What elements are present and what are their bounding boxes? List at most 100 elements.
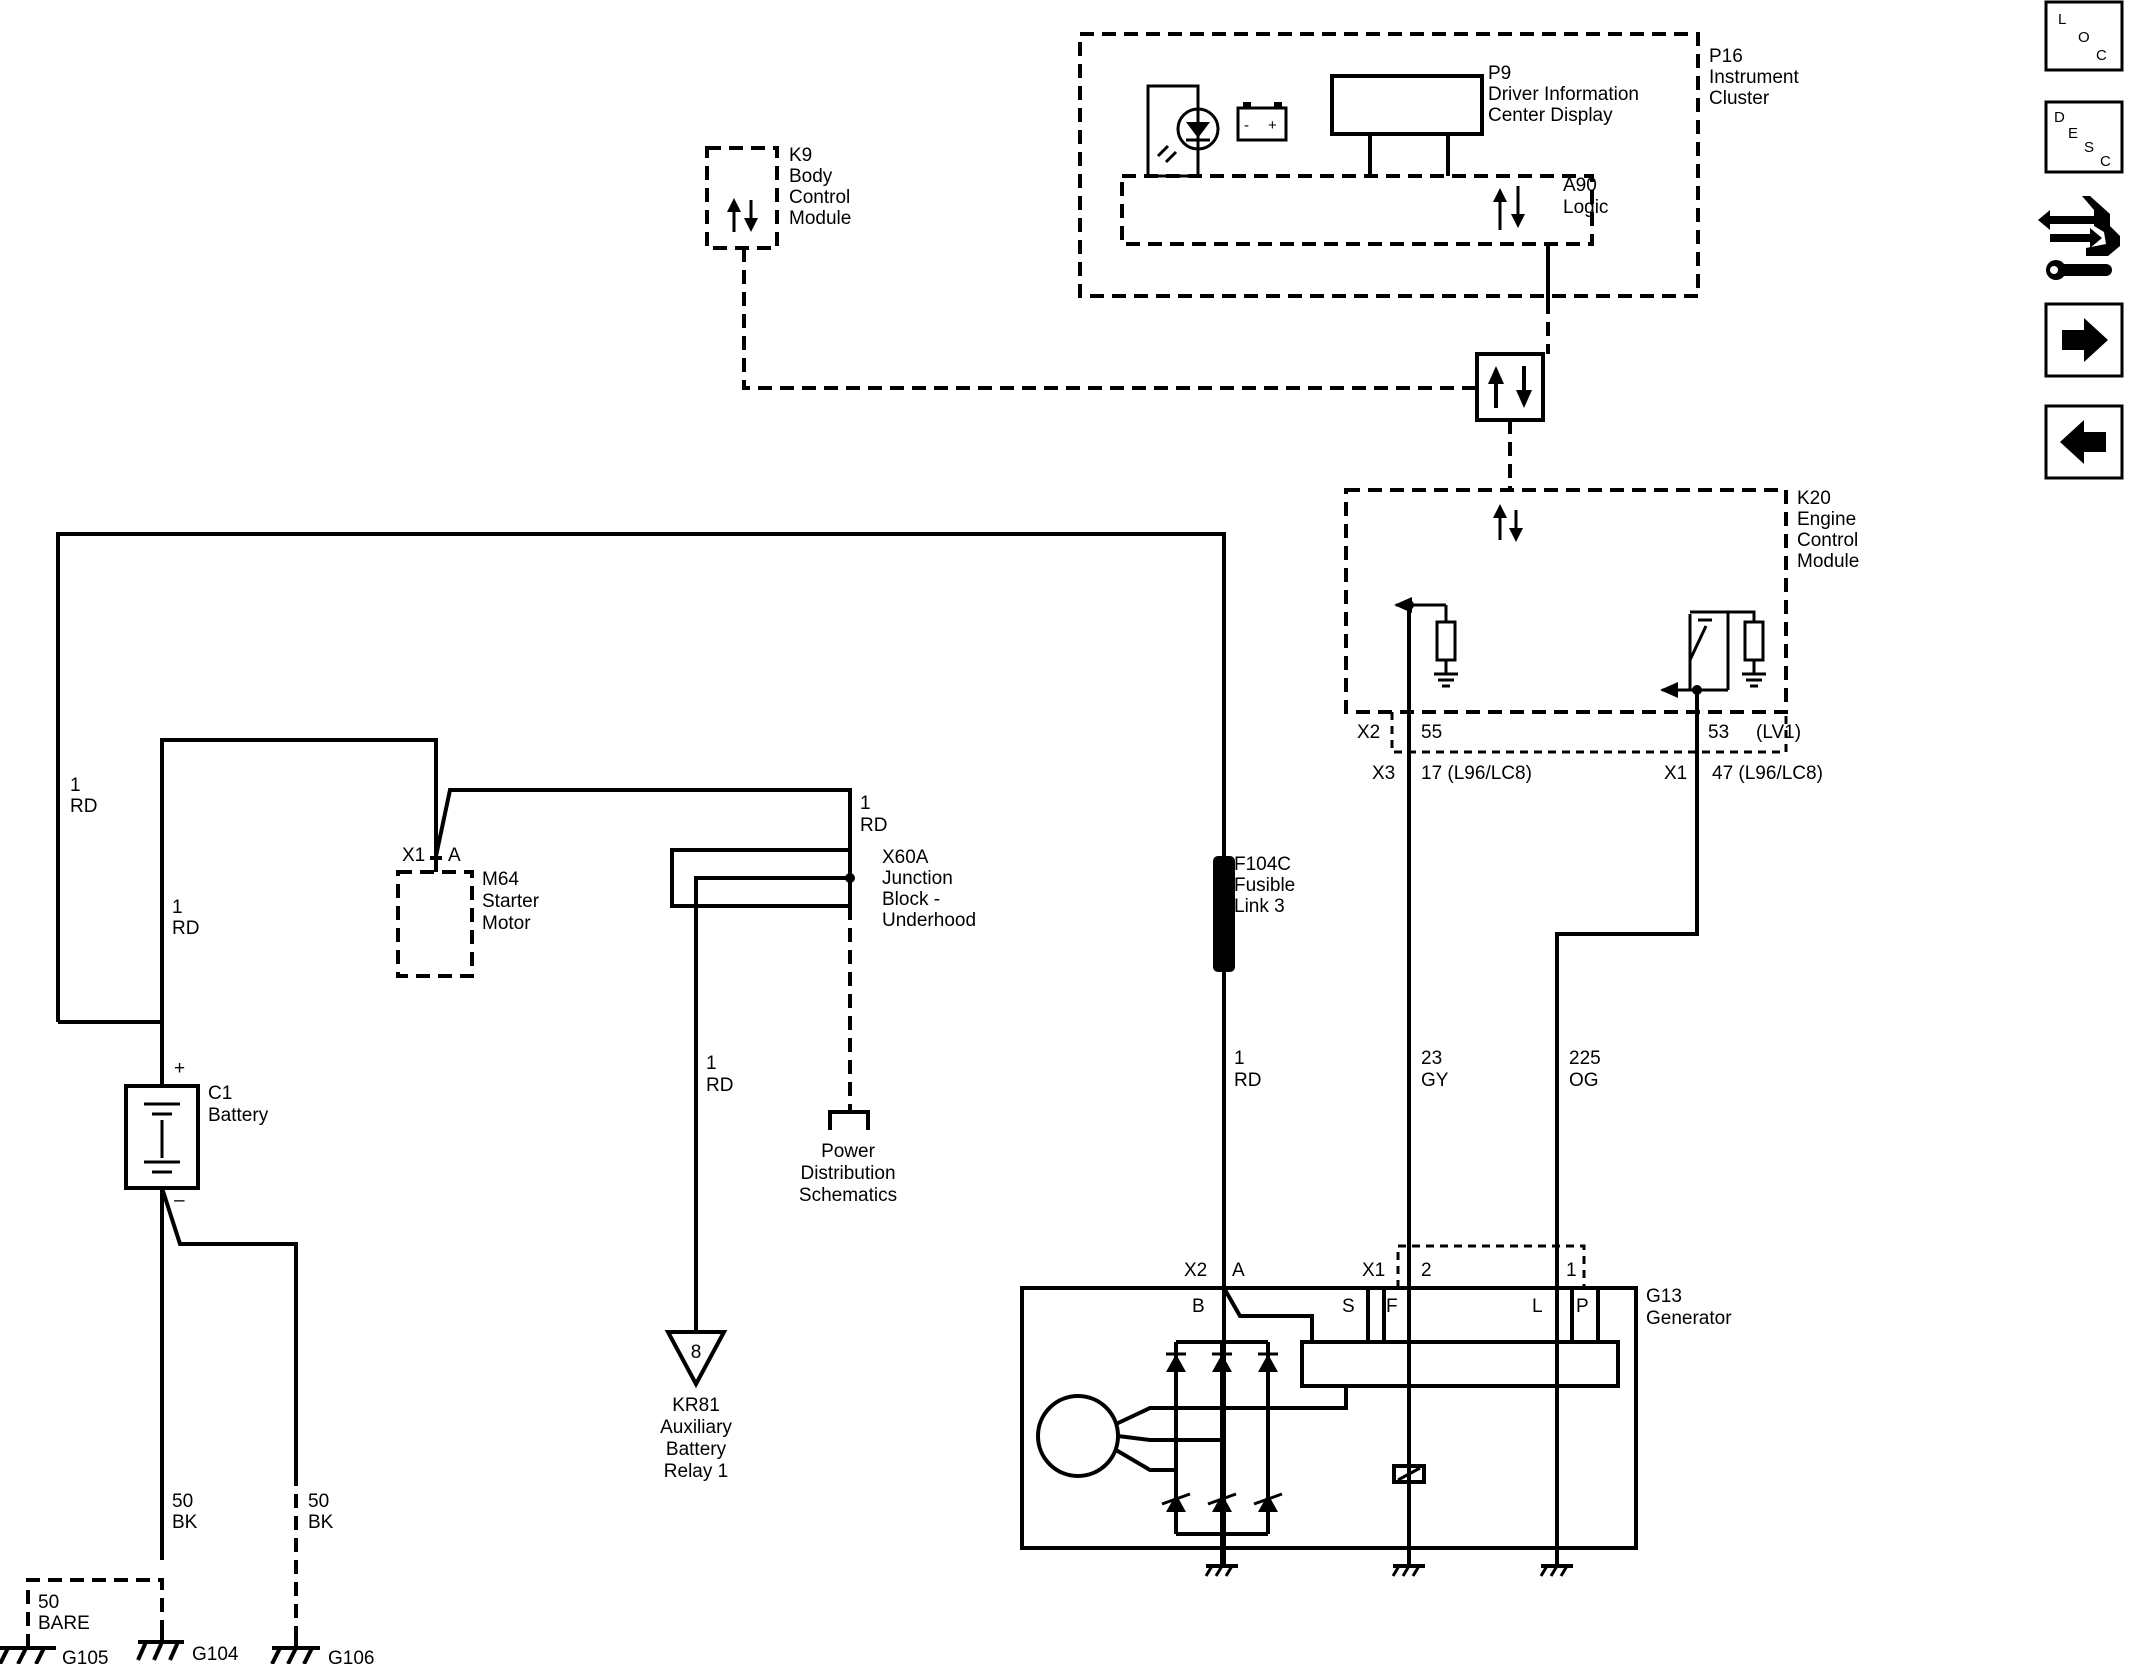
battery-warning-icon: - +: [1236, 102, 1288, 142]
ground-g106-icon: G106: [270, 1640, 374, 1664]
svg-text:(LV1): (LV1): [1756, 722, 1801, 743]
next-page-button[interactable]: [2044, 302, 2124, 378]
svg-text:GY: GY: [1421, 1070, 1449, 1091]
svg-text:23: 23: [1421, 1048, 1442, 1069]
l-terminal-ground-icon: [1539, 1564, 1573, 1577]
auxiliary-battery-relay-reference[interactable]: 8 KR81 Auxiliary Battery Relay 1: [660, 1330, 732, 1482]
svg-text:Logic: Logic: [1563, 197, 1608, 218]
svg-text:RD: RD: [172, 918, 199, 939]
svg-text:X1: X1: [1362, 1260, 1385, 1281]
svg-text:G104: G104: [192, 1644, 239, 1664]
svg-text:1: 1: [70, 775, 81, 796]
f104c-id: F104C: [1234, 854, 1291, 875]
kr81-id: KR81: [672, 1395, 720, 1416]
c1-id: C1: [208, 1083, 232, 1104]
svg-text:Generator: Generator: [1646, 1308, 1732, 1329]
location-button[interactable]: L O C: [2044, 0, 2124, 72]
svg-text:P: P: [1576, 1296, 1589, 1317]
svg-text:BARE: BARE: [38, 1613, 90, 1634]
svg-text:Block -: Block -: [882, 889, 940, 910]
data-link-arrows-icon: [1493, 186, 1525, 230]
svg-text:E: E: [2068, 125, 2078, 142]
fusible-link: F104C Fusible Link 3: [1213, 854, 1295, 972]
svg-text:RD: RD: [706, 1075, 733, 1096]
connector-icon[interactable]: [2038, 196, 2120, 280]
svg-text:O: O: [2078, 29, 2090, 46]
serial-data-splice: [1475, 352, 1545, 422]
k9-id: K9: [789, 145, 812, 166]
svg-text:+: +: [174, 1058, 185, 1079]
svg-text:Fusible: Fusible: [1234, 875, 1295, 896]
svg-text:Auxiliary: Auxiliary: [660, 1417, 732, 1438]
svg-text:Module: Module: [789, 208, 851, 229]
svg-text:Center Display: Center Display: [1488, 105, 1613, 126]
svg-text:Module: Module: [1797, 551, 1859, 572]
svg-text:17 (L96/LC8): 17 (L96/LC8): [1421, 763, 1532, 784]
ground-g105-icon: G105: [0, 1640, 108, 1664]
svg-text:X1: X1: [402, 845, 425, 866]
g13-id: G13: [1646, 1286, 1682, 1307]
starter-motor: X1 A M64 Starter Motor: [396, 788, 852, 978]
generator-ground-icon: [1204, 1534, 1238, 1577]
svg-text:S: S: [2084, 139, 2094, 156]
junction-block: X60A Junction Block - Underhood: [670, 847, 976, 1332]
svg-text:-: -: [1244, 117, 1249, 134]
field-ground-icon: [1391, 1564, 1425, 1577]
svg-text:47 (L96/LC8): 47 (L96/LC8): [1712, 763, 1823, 784]
k20-id: K20: [1797, 488, 1831, 509]
a90-id: A90: [1563, 175, 1597, 196]
svg-text:X3: X3: [1372, 763, 1395, 784]
svg-text:225: 225: [1569, 1048, 1601, 1069]
svg-text:S: S: [1342, 1296, 1355, 1317]
data-link-arrows-icon: [1493, 504, 1523, 542]
svg-text:BK: BK: [308, 1512, 334, 1533]
description-button[interactable]: D E S C: [2044, 100, 2124, 174]
svg-text:Body: Body: [789, 166, 833, 187]
svg-text:X2: X2: [1357, 722, 1380, 743]
svg-text:OG: OG: [1569, 1070, 1599, 1091]
svg-text:B: B: [1192, 1296, 1205, 1317]
generator: G13 Generator X2 A X1 2 1 B S F L P: [1020, 1244, 1732, 1566]
svg-text:A: A: [448, 845, 461, 866]
engine-control-module: K20 Engine Control Module: [1344, 488, 1859, 1566]
svg-text:Motor: Motor: [482, 913, 531, 934]
previous-page-button[interactable]: [2044, 404, 2124, 480]
indicator-lamp-icon: [1146, 84, 1220, 178]
svg-text:1: 1: [1234, 1048, 1245, 1069]
svg-text:Control: Control: [789, 187, 850, 208]
svg-text:+: +: [1268, 117, 1277, 134]
svg-text:L: L: [1532, 1296, 1543, 1317]
power-distribution-reference[interactable]: Power Distribution Schematics: [799, 1110, 897, 1206]
svg-text:1: 1: [1566, 1260, 1577, 1281]
svg-text:F: F: [1386, 1296, 1398, 1317]
svg-text:Battery: Battery: [208, 1105, 269, 1126]
svg-text:D: D: [2054, 109, 2065, 126]
k20-connector: X2 55 53 (LV1) X3 17 (L96/LC8) X1 47 (L9…: [1357, 712, 1823, 784]
svg-text:Control: Control: [1797, 530, 1858, 551]
svg-text:Junction: Junction: [882, 868, 953, 889]
svg-text:A: A: [1232, 1260, 1245, 1281]
svg-text:–: –: [174, 1190, 185, 1211]
svg-text:RD: RD: [1234, 1070, 1261, 1091]
svg-text:8: 8: [691, 1342, 702, 1363]
svg-text:Distribution: Distribution: [800, 1163, 895, 1184]
svg-text:C: C: [2100, 153, 2111, 170]
svg-text:Starter: Starter: [482, 891, 540, 912]
ground-g104-icon: G104: [136, 1634, 239, 1664]
svg-text:RD: RD: [70, 796, 97, 817]
arrow-left-icon: [2060, 420, 2106, 464]
svg-text:Underhood: Underhood: [882, 910, 976, 931]
svg-text:C: C: [2096, 47, 2107, 64]
svg-text:L: L: [2058, 11, 2066, 28]
svg-text:Engine: Engine: [1797, 509, 1856, 530]
x60a-id: X60A: [882, 847, 929, 868]
svg-text:50: 50: [308, 1491, 329, 1512]
svg-text:X2: X2: [1184, 1260, 1207, 1281]
svg-text:55: 55: [1421, 722, 1442, 743]
svg-text:53: 53: [1708, 722, 1729, 743]
svg-text:G106: G106: [328, 1648, 374, 1664]
svg-text:Cluster: Cluster: [1709, 88, 1770, 109]
svg-text:Driver Information: Driver Information: [1488, 84, 1639, 105]
arrow-right-icon: [2062, 318, 2108, 362]
